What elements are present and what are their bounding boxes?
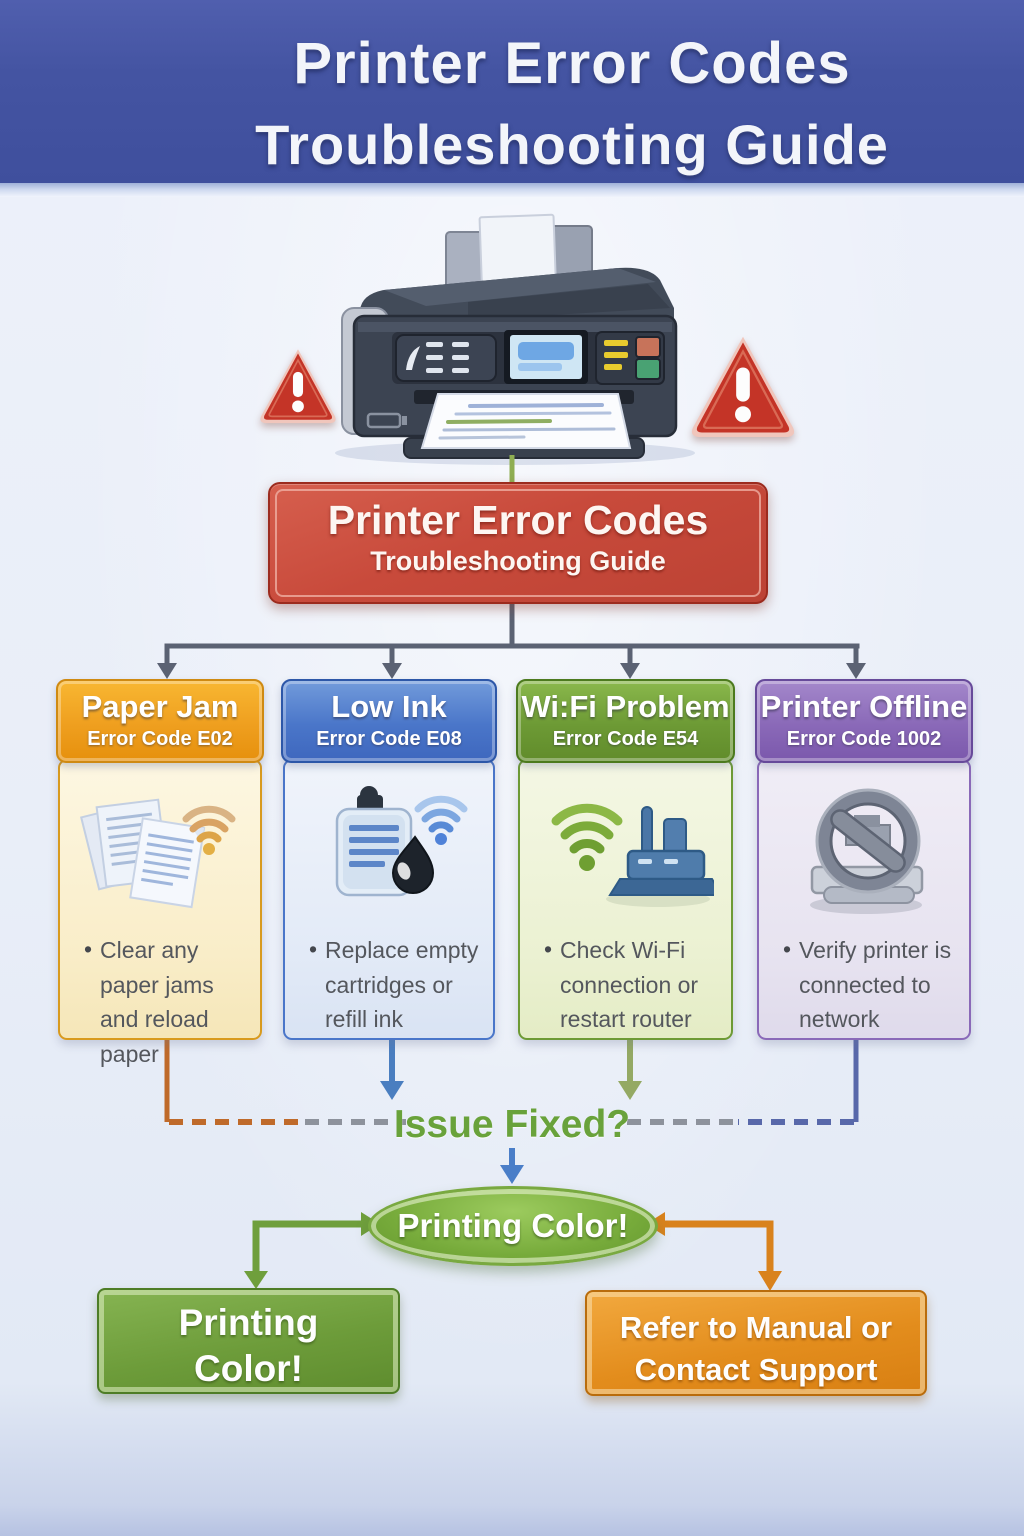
result-ellipse-label: Printing Color! (397, 1207, 629, 1244)
column-low-ink: Low Ink Error Code E08 (281, 679, 497, 1040)
jammed-paper-sheets-icon (60, 761, 260, 925)
printer-illustration (335, 213, 695, 465)
column-error-code: Error Code E02 (87, 727, 233, 750)
column-low-ink-header: Low Ink Error Code E08 (281, 679, 497, 763)
printer-offline-icon (759, 761, 969, 925)
ink-cartridge-drop-icon (285, 761, 493, 925)
column-wifi-problem-header: Wi:Fi Problem Error Code E54 (516, 679, 735, 763)
bullet-marker: • (309, 936, 318, 962)
bullet-marker: • (783, 936, 792, 962)
tip-text: Verify printer is connected to network (799, 937, 952, 1032)
column-wifi-problem: Wi:Fi Problem Error Code E54 (516, 679, 735, 1040)
warning-triangle-icon (691, 336, 795, 438)
header-banner (0, 0, 1024, 183)
decision-label: Issue Fixed? (393, 1103, 631, 1146)
page-title-line2: Troubleshooting Guide (255, 113, 889, 176)
column-error-code: Error Code E54 (552, 727, 699, 750)
column-tip: • Clear any paper jams and reload paper (60, 925, 260, 1071)
bullet-marker: • (544, 936, 553, 962)
result-ellipse: Printing Color! (368, 1186, 658, 1266)
wifi-router-icon (520, 761, 731, 925)
support-box: Refer to Manual or Contact Support (585, 1290, 927, 1396)
title-box: Printer Error Codes Troubleshooting Guid… (268, 482, 768, 604)
bullet-marker: • (84, 936, 93, 962)
support-box-line2: Contact Support (634, 1351, 878, 1387)
column-paper-jam: Paper Jam Error Code E02 (56, 679, 264, 1067)
warning-triangle-icon (260, 349, 336, 424)
success-box-line1: Printing (178, 1302, 319, 1343)
column-title: Printer Offline (760, 689, 968, 725)
column-title: Wi:Fi Problem (521, 689, 730, 725)
column-printer-offline: Printer Offline Error Code 1002 • (755, 679, 973, 1040)
column-error-code: Error Code 1002 (786, 727, 942, 750)
column-paper-jam-body: • Clear any paper jams and reload paper (58, 759, 262, 1067)
column-wifi-problem-body: • Check Wi-Fi connection or restart rout… (518, 759, 733, 1040)
title-box-line2: Troubleshooting Guide (370, 546, 666, 576)
column-tip: • Replace empty cartridges or refill ink (285, 925, 493, 1037)
column-low-ink-body: • Replace empty cartridges or refill ink (283, 759, 495, 1040)
column-tip: • Verify printer is connected to network (759, 925, 969, 1037)
success-box: Printing Color! (97, 1288, 400, 1394)
tip-text: Check Wi-Fi connection or restart router (560, 937, 699, 1032)
column-printer-offline-header: Printer Offline Error Code 1002 (755, 679, 973, 763)
column-error-code: Error Code E08 (316, 727, 462, 750)
title-box-line1: Printer Error Codes (327, 497, 709, 543)
success-box-line2: Color! (194, 1348, 303, 1390)
page-title-line1: Printer Error Codes (293, 31, 851, 96)
tip-text: Replace empty cartridges or refill ink (325, 937, 479, 1032)
column-title: Paper Jam (81, 689, 239, 725)
header-banner-edge (0, 183, 1024, 197)
column-tip: • Check Wi-Fi connection or restart rout… (520, 925, 731, 1037)
column-printer-offline-body: • Verify printer is connected to network (757, 759, 971, 1040)
tip-text: Clear any paper jams and reload paper (100, 937, 214, 1067)
column-title: Low Ink (331, 689, 447, 725)
support-box-line1: Refer to Manual or (619, 1310, 893, 1345)
column-paper-jam-header: Paper Jam Error Code E02 (56, 679, 264, 763)
